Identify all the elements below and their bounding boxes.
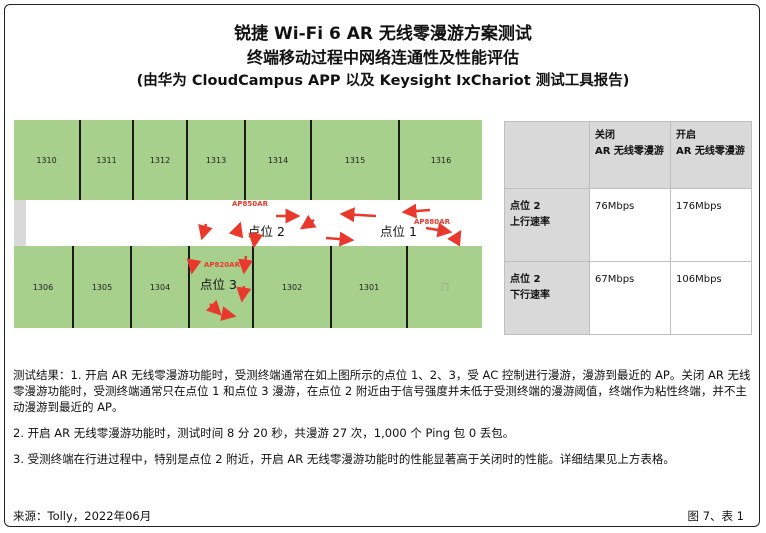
result-paragraph-1: 测试结果：1. 开启 AR 无线零漫游功能时，受测终端通常在如上图所示的点位 1… (13, 368, 751, 414)
door-label: 门 (408, 246, 482, 328)
movement-arrow (238, 255, 253, 275)
room-1313: 1313 (188, 120, 246, 200)
result-paragraph-3: 3. 受测终端在行进过程中，特别是点位 2 附近，开启 AR 无线零漫游功能时的… (13, 452, 675, 466)
room-1306: 1306 (14, 246, 74, 328)
movement-arrow (425, 222, 453, 238)
row-header-download: 点位 2 下行速率 (504, 261, 590, 335)
footer-source: 来源：Tolly，2022年06月 (13, 509, 152, 523)
source-note-title: (由华为 CloudCampus APP 以及 Keysight IxChari… (136, 73, 630, 89)
room-1305: 1305 (74, 246, 132, 328)
corridor-end (14, 200, 26, 246)
movement-arrow (325, 231, 355, 247)
movement-arrow (299, 214, 317, 230)
movement-arrow (236, 285, 252, 303)
floor-plan: 1310 1311 1312 1313 1314 1315 1316 1306 … (14, 120, 482, 328)
ap-label-ap850ar: AP850AR (232, 200, 268, 208)
table-row: 点位 2 上行速率 76Mbps 176Mbps (504, 188, 752, 262)
col-on-line2: AR 无线零漫游 (676, 146, 745, 157)
figure-frame (4, 4, 760, 527)
row-label-line1: 点位 2 (510, 201, 541, 212)
movement-arrow (248, 231, 264, 249)
row-label-line2: 下行速率 (510, 290, 550, 301)
download-on-value: 106Mbps (670, 261, 752, 335)
point-1-label: 点位 1 (380, 224, 417, 239)
point-3-label: 点位 3 (200, 277, 237, 292)
movement-arrow (220, 306, 237, 321)
result-paragraph-2: 2. 开启 AR 无线零漫游功能时，测试时间 8 分 20 秒，共漫游 27 次… (13, 426, 515, 440)
col-header-off: 关闭 AR 无线零漫游 (589, 121, 671, 189)
room-1316: 1316 (400, 120, 482, 200)
download-off-value: 67Mbps (589, 261, 671, 335)
room-1301: 1301 (332, 246, 408, 328)
performance-table: 关闭 AR 无线零漫游 开启 AR 无线零漫游 点位 2 上行速率 76Mbps… (504, 121, 752, 335)
movement-arrow (205, 299, 222, 316)
movement-arrow (447, 229, 462, 247)
room-1311: 1311 (81, 120, 134, 200)
movement-arrow (198, 223, 213, 241)
room-1310: 1310 (14, 120, 81, 200)
table-row: 点位 2 下行速率 67Mbps 106Mbps (504, 261, 752, 335)
row-label-line2: 上行速率 (510, 217, 550, 228)
col-header-on: 开启 AR 无线零漫游 (670, 121, 752, 189)
table-corner-cell (504, 121, 590, 189)
row-header-upload: 点位 2 上行速率 (504, 188, 590, 262)
upload-on-value: 176Mbps (670, 188, 752, 262)
row-label-line1: 点位 2 (510, 274, 541, 285)
upload-off-value: 76Mbps (589, 188, 671, 262)
ap-label-ap880ar: AP880AR (414, 218, 450, 226)
sub-title: 终端移动过程中网络连通性及性能评估 (246, 48, 519, 67)
table-header-row: 关闭 AR 无线零漫游 开启 AR 无线零漫游 (504, 121, 752, 189)
title-block: 锐捷 Wi-Fi 6 AR 无线零漫游方案测试 终端移动过程中网络连通性及性能评… (0, 22, 766, 92)
movement-arrows (186, 203, 462, 321)
main-title: 锐捷 Wi-Fi 6 AR 无线零漫游方案测试 (234, 24, 532, 44)
col-off-line1: 关闭 (595, 130, 615, 141)
ap-label-ap820ar: AP820AR (204, 261, 240, 269)
movement-arrow (186, 258, 202, 275)
room-1304: 1304 (132, 246, 190, 328)
room-1302: 1302 (254, 246, 332, 328)
footer-figure-ref: 图 7、表 1 (687, 509, 744, 523)
test-results: 测试结果：1. 开启 AR 无线零漫游功能时，受测终端通常在如上图所示的点位 1… (13, 367, 753, 477)
room-1314: 1314 (246, 120, 312, 200)
col-off-line2: AR 无线零漫游 (595, 146, 664, 157)
room-1312: 1312 (134, 120, 188, 200)
movement-arrow (339, 207, 377, 223)
movement-arrow (401, 203, 431, 219)
col-on-line1: 开启 (676, 130, 696, 141)
room-1315: 1315 (312, 120, 400, 200)
movement-arrow (228, 221, 244, 239)
